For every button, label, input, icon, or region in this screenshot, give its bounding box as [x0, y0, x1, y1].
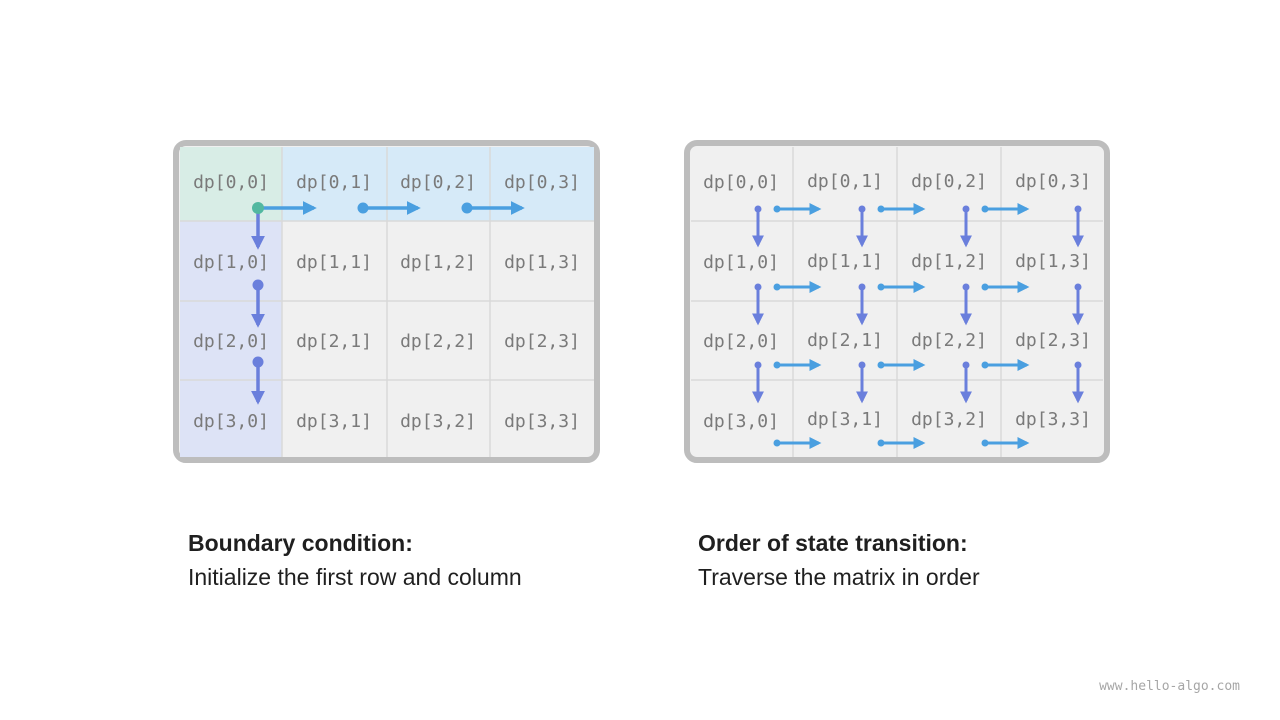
- left-cell-2-2: dp[2,2]: [400, 331, 476, 352]
- right-arrow-dot: [1074, 283, 1082, 291]
- right-arrow-dot: [981, 439, 989, 447]
- right-cell-3-0: dp[3,0]: [703, 411, 779, 432]
- left-boundary-arrows: [251, 201, 525, 405]
- right-cell-1-1: dp[1,1]: [807, 251, 883, 272]
- right-arrow-dot: [773, 283, 781, 291]
- left-arrow-dot: [461, 202, 473, 214]
- right-cell-2-3: dp[2,3]: [1015, 330, 1091, 351]
- left-cell-0-1: dp[0,1]: [296, 172, 372, 193]
- left-caption: Boundary condition: Initialize the first…: [188, 526, 522, 594]
- left-cell-0-2: dp[0,2]: [400, 172, 476, 193]
- right-arrow-dot: [962, 205, 970, 213]
- right-cell-3-2: dp[3,2]: [911, 409, 987, 430]
- right-arrow-dot: [981, 205, 989, 213]
- left-cell-0-3: dp[0,3]: [504, 172, 580, 193]
- right-caption-title: Order of state transition:: [698, 530, 968, 556]
- right-grid-lines: [691, 147, 1103, 457]
- left-caption-body: Initialize the first row and column: [188, 564, 522, 590]
- right-cell-0-1: dp[0,1]: [807, 171, 883, 192]
- left-cell-1-3: dp[1,3]: [504, 252, 580, 273]
- left-cell-2-1: dp[2,1]: [296, 331, 372, 352]
- left-grid-panel: dp[0,0] dp[0,1] dp[0,2] dp[0,3] dp[1,0] …: [173, 140, 600, 463]
- right-arrow-dot: [754, 283, 762, 291]
- left-cell-3-2: dp[3,2]: [400, 411, 476, 432]
- right-arrow-dot: [877, 439, 885, 447]
- right-arrow-dot: [754, 361, 762, 369]
- left-arrow-dot: [357, 202, 369, 214]
- right-arrow-dot: [858, 205, 866, 213]
- right-arrow-dot: [773, 205, 781, 213]
- right-arrow-dot: [962, 361, 970, 369]
- left-cell-3-3: dp[3,3]: [504, 411, 580, 432]
- right-arrow-dot: [754, 205, 762, 213]
- left-first-col-bg: [180, 221, 282, 457]
- right-arrow-dot: [773, 361, 781, 369]
- right-cell-3-3: dp[3,3]: [1015, 409, 1091, 430]
- right-cell-2-0: dp[2,0]: [703, 331, 779, 352]
- watermark: www.hello-algo.com: [1099, 679, 1240, 694]
- left-caption-title: Boundary condition:: [188, 530, 413, 556]
- right-cell-2-2: dp[2,2]: [911, 330, 987, 351]
- left-cell-3-0: dp[3,0]: [193, 411, 269, 432]
- right-arrow-dot: [981, 361, 989, 369]
- right-transition-arrows: [752, 203, 1084, 449]
- right-arrow-dot: [877, 205, 885, 213]
- left-arrow-dot: [252, 279, 264, 291]
- right-cell-0-3: dp[0,3]: [1015, 171, 1091, 192]
- right-caption-body: Traverse the matrix in order: [698, 564, 980, 590]
- right-arrow-dot: [877, 283, 885, 291]
- right-arrow-dot: [962, 283, 970, 291]
- right-arrow-dot: [981, 283, 989, 291]
- right-arrow-dot: [858, 361, 866, 369]
- right-cell-3-1: dp[3,1]: [807, 409, 883, 430]
- right-arrow-dot: [858, 283, 866, 291]
- left-cell-2-0: dp[2,0]: [193, 331, 269, 352]
- right-cell-1-3: dp[1,3]: [1015, 251, 1091, 272]
- right-arrow-dot: [1074, 361, 1082, 369]
- right-arrow-dot: [1074, 205, 1082, 213]
- left-cell-2-3: dp[2,3]: [504, 331, 580, 352]
- right-cell-0-0: dp[0,0]: [703, 172, 779, 193]
- right-cell-2-1: dp[2,1]: [807, 330, 883, 351]
- left-cell-labels: dp[0,0] dp[0,1] dp[0,2] dp[0,3] dp[1,0] …: [193, 172, 580, 432]
- right-caption: Order of state transition: Traverse the …: [698, 526, 980, 594]
- left-cell-1-0: dp[1,0]: [193, 252, 269, 273]
- left-arrow-dot: [252, 356, 264, 368]
- left-cell-3-1: dp[3,1]: [296, 411, 372, 432]
- left-grid-lines: [180, 147, 594, 457]
- right-cell-0-2: dp[0,2]: [911, 171, 987, 192]
- left-origin-dot: [252, 202, 264, 214]
- right-cell-1-0: dp[1,0]: [703, 252, 779, 273]
- right-grid-panel: dp[0,0] dp[0,1] dp[0,2] dp[0,3] dp[1,0] …: [684, 140, 1110, 463]
- right-arrow-dot: [877, 361, 885, 369]
- left-cell-1-1: dp[1,1]: [296, 252, 372, 273]
- right-arrow-dot: [773, 439, 781, 447]
- right-cell-1-2: dp[1,2]: [911, 251, 987, 272]
- left-cell-0-0: dp[0,0]: [193, 172, 269, 193]
- left-cell-1-2: dp[1,2]: [400, 252, 476, 273]
- right-cell-labels: dp[0,0] dp[0,1] dp[0,2] dp[0,3] dp[1,0] …: [703, 171, 1091, 432]
- left-first-row-bg: [282, 147, 594, 221]
